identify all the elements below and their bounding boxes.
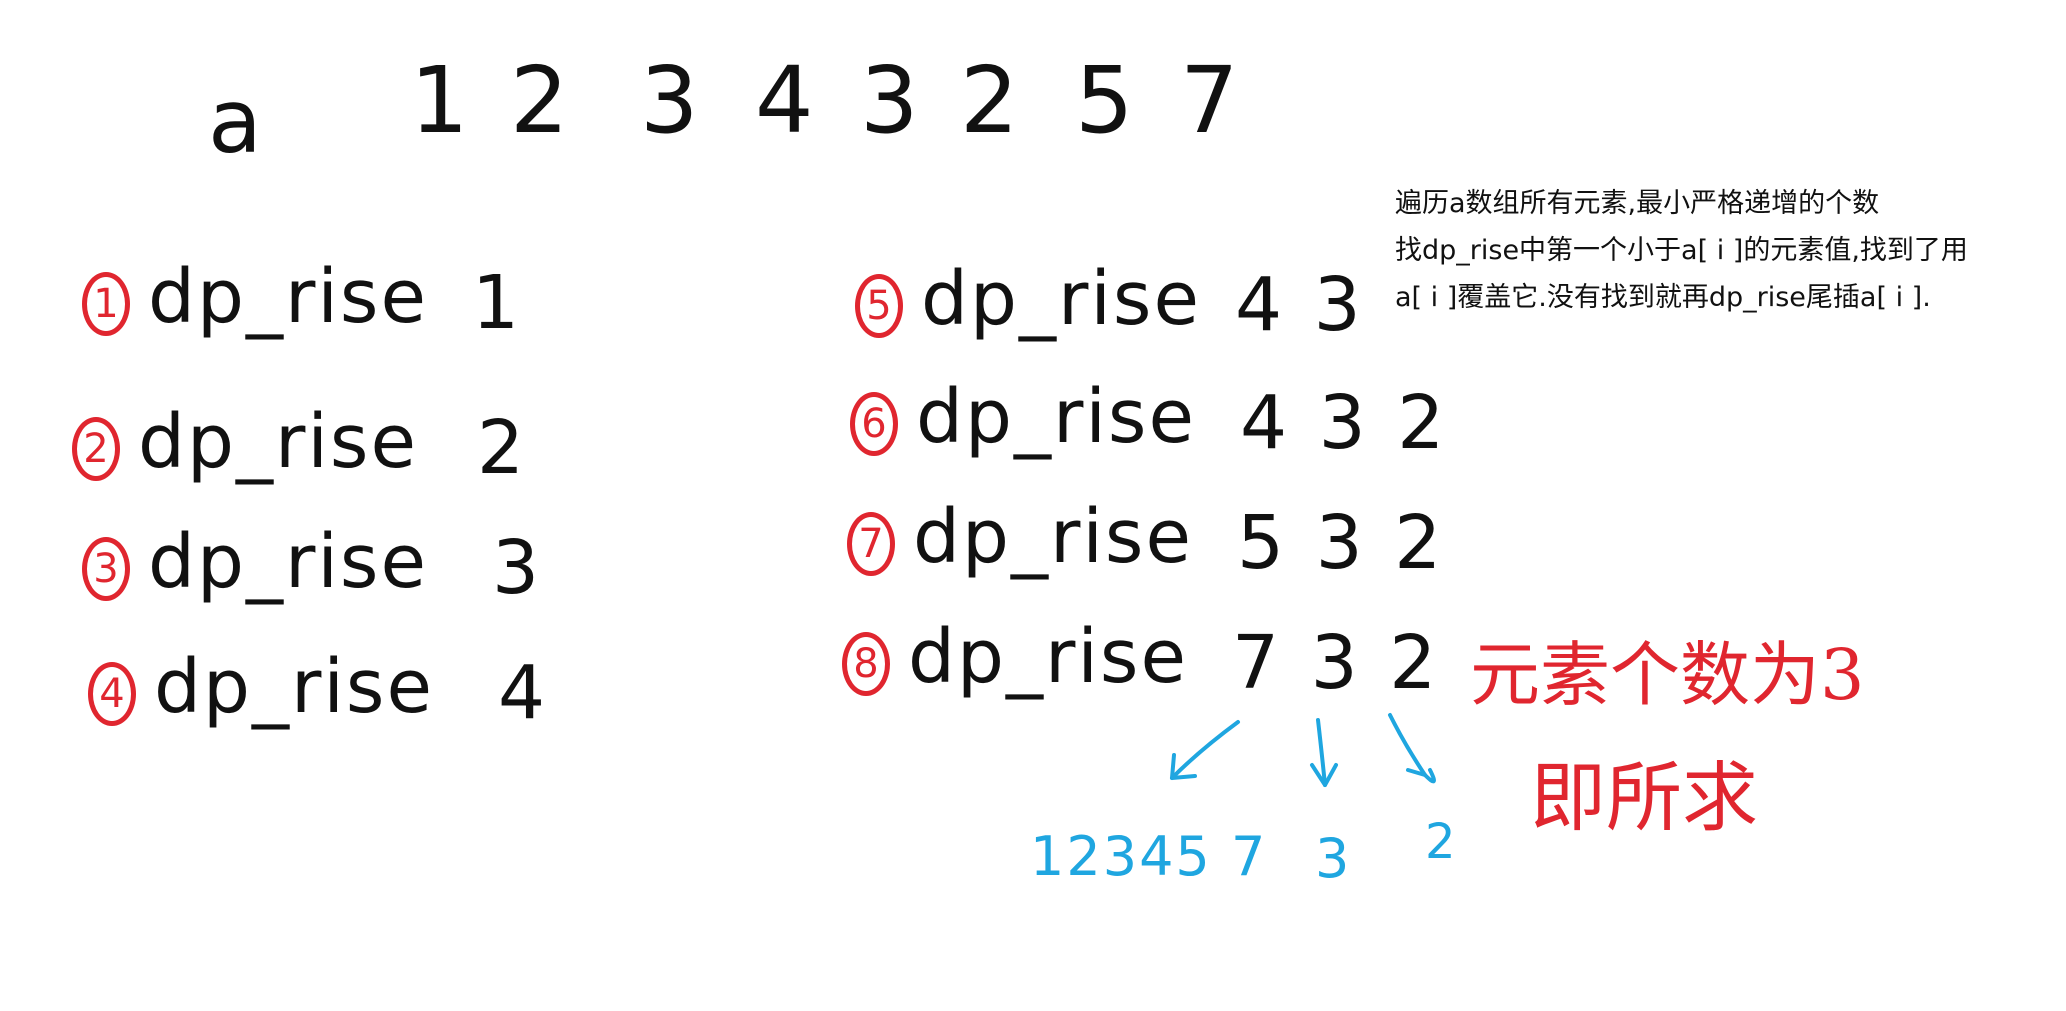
array-value: 5 [1075,47,1134,154]
note-line: 找dp_rise中第一个小于a[ i ]的元素值,找到了用 [1395,235,1968,266]
step-label: dp_rise [916,374,1197,460]
array-value: 3 [640,47,699,154]
arrow-middle [1316,718,1327,787]
array-value: 7 [1180,47,1239,154]
note-line: 遍历a数组所有元素,最小严格递增的个数 [1395,188,1880,219]
step-label: dp_rise [148,254,429,340]
step-values: 1 [472,260,524,346]
step-number-badge: 7 [847,512,895,576]
step-label: dp_rise [154,644,435,730]
arrow-middle-head [1310,763,1338,787]
array-value: 1 [410,47,469,154]
result-note-line: 元素个数为3 [1470,634,1865,716]
step-values: 5 3 2 [1237,500,1446,586]
breakdown-sequence: 3 [1315,827,1350,890]
arrow-right [1388,713,1427,777]
arrow-left-head [1170,753,1197,780]
array-value: 2 [510,47,569,154]
result-note-line: 即所求 [1530,753,1758,842]
step-values: 2 [477,405,529,491]
arrow-right-head [1406,768,1436,784]
step-label: dp_rise [148,519,429,605]
step-number-badge: 6 [850,392,898,456]
array-label: a [208,70,262,173]
step-number-badge: 4 [88,662,136,726]
note-line: a[ i ]覆盖它.没有找到就再dp_rise尾插a[ i ]. [1395,282,1931,313]
step-label: dp_rise [138,399,419,485]
step-number-badge: 1 [82,272,130,336]
step-values: 4 3 2 [1240,380,1449,466]
array-value: 3 [860,47,919,154]
algorithm-note: 遍历a数组所有元素,最小严格递增的个数 找dp_rise中第一个小于a[ i ]… [1395,180,1995,321]
breakdown-sequence: 2 [1425,814,1456,870]
array-value: 2 [960,47,1019,154]
step-number-badge: 2 [72,417,120,481]
arrow-left [1170,720,1240,780]
step-number-badge: 3 [82,537,130,601]
step-values: 4 3 [1235,262,1365,348]
step-values: 7 3 2 [1232,620,1441,706]
step-number-badge: 8 [842,632,890,696]
step-number-badge: 5 [855,274,903,338]
step-label: dp_rise [921,256,1202,342]
array-value: 4 [755,47,814,154]
step-values: 4 [498,650,550,736]
breakdown-sequence: 12345 7 [1030,825,1268,888]
step-label: dp_rise [908,614,1189,700]
step-label: dp_rise [913,494,1194,580]
step-values: 3 [492,525,544,611]
